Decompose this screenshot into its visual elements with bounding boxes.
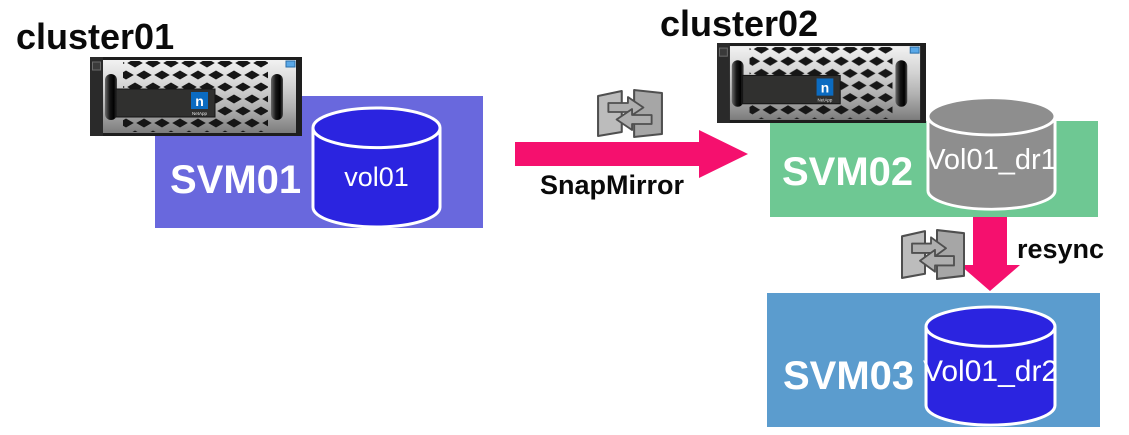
netapp-brand-text: NetApp	[818, 98, 833, 103]
volume-label: vol01	[344, 162, 409, 192]
cluster01-netapp-appliance-image: n NetApp	[90, 57, 302, 136]
volume-cylinder-shape	[926, 96, 1057, 211]
volume-vol01-dr2: Vol01_dr2	[923, 304, 1058, 428]
cluster02-title: cluster02	[660, 3, 819, 44]
appliance-left-handle	[105, 74, 117, 120]
volume-label: Vol01_dr1	[926, 144, 1057, 176]
netapp-logo-letter: n	[821, 79, 829, 95]
volume-vol01-dr1: Vol01_dr1	[925, 95, 1058, 212]
mirror-sync-icon	[597, 89, 663, 138]
resync-arrow	[960, 217, 1020, 291]
snapmirror-arrow	[515, 130, 748, 178]
svm01-label: SVM01	[170, 158, 302, 202]
appliance-led	[909, 46, 920, 54]
netapp-logo: n NetApp	[816, 78, 834, 103]
netapp-logo: n NetApp	[191, 92, 208, 116]
cluster01-title: cluster01	[16, 16, 175, 57]
volume-vol01: vol01	[310, 105, 443, 230]
netapp-logo-letter: n	[195, 93, 204, 109]
snapmirror-label: SnapMirror	[540, 170, 685, 200]
volume-cylinder-shape	[924, 305, 1057, 427]
netapp-brand-text: NetApp	[192, 111, 208, 116]
appliance-right-handle	[271, 74, 283, 120]
appliance-led	[285, 60, 296, 68]
mirror-sync-icon	[901, 229, 965, 280]
appliance-right-handle	[895, 60, 908, 107]
volume-cylinder-shape	[311, 106, 442, 229]
svm02-label: SVM02	[782, 150, 914, 194]
cluster02-netapp-appliance-image: n NetApp	[717, 43, 926, 123]
volume-label: Vol01_dr2	[923, 355, 1059, 388]
svm03-label: SVM03	[783, 354, 915, 398]
resync-label: resync	[1017, 234, 1105, 264]
appliance-left-handle	[731, 60, 744, 107]
